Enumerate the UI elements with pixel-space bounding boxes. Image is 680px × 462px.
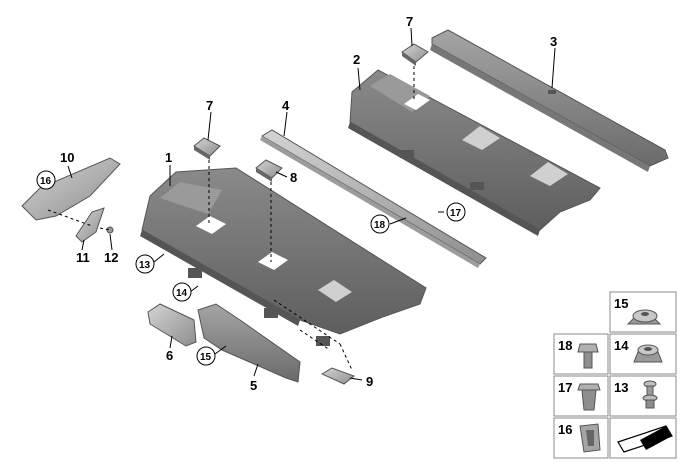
part-6-trim-strip[interactable] [147,303,197,347]
legend-14: 14 [614,338,629,353]
callout-7-upper: 7 [406,14,413,29]
callout-7-lower: 7 [206,98,213,113]
angle-symbol-icon [617,425,673,453]
callout-9: 9 [366,374,373,389]
legend-18: 18 [558,338,572,353]
callout-4: 4 [282,98,290,113]
part-5-trim-panel[interactable] [197,303,301,383]
callout-10: 10 [60,150,74,165]
callout-3: 3 [550,34,557,49]
nut-14-icon [633,344,663,363]
circled-callouts: 16 13 14 15 18 17 [36,170,466,366]
callout-14: 14 [176,288,188,299]
callout-17: 17 [450,208,462,219]
leader-lines [67,27,556,381]
legend-17: 17 [558,380,572,395]
fastener-legend: 15 18 14 17 13 [553,291,677,459]
assembly-lines [47,66,415,371]
callout-labels: 1 2 3 4 5 6 7 7 8 9 10 11 12 [60,14,557,393]
screw-13-icon [642,380,658,409]
callout-13: 13 [139,260,151,271]
part-12-clip[interactable] [106,226,114,234]
callout-12: 12 [104,250,118,265]
callout-6: 6 [166,348,173,363]
part-2-upper-shelf[interactable] [348,69,601,236]
callout-2: 2 [353,52,360,67]
callout-1: 1 [165,150,172,165]
part-7-upper-cover[interactable] [401,43,429,66]
callout-16: 16 [40,176,52,187]
nut-15-icon [626,309,662,325]
clip-17-icon [577,383,601,411]
part-9-small-bracket[interactable] [320,367,356,385]
callout-8: 8 [290,170,297,185]
callout-5: 5 [250,378,257,393]
part-4-rail[interactable] [260,129,487,268]
callout-15: 15 [200,352,212,363]
clip-16-icon [579,423,601,453]
part-1-main-shelf[interactable] [140,167,427,346]
part-3-shelf-cover[interactable] [430,29,669,172]
legend-13: 13 [614,380,628,395]
part-8-cover[interactable] [255,159,283,182]
legend-16: 16 [558,422,572,437]
part-7-lower-cover[interactable] [193,137,221,160]
legend-15: 15 [614,296,628,311]
callout-18: 18 [374,220,386,231]
callout-11: 11 [76,250,90,265]
screw-18-icon [577,343,599,369]
part-10-pillar-trim[interactable] [21,157,121,221]
